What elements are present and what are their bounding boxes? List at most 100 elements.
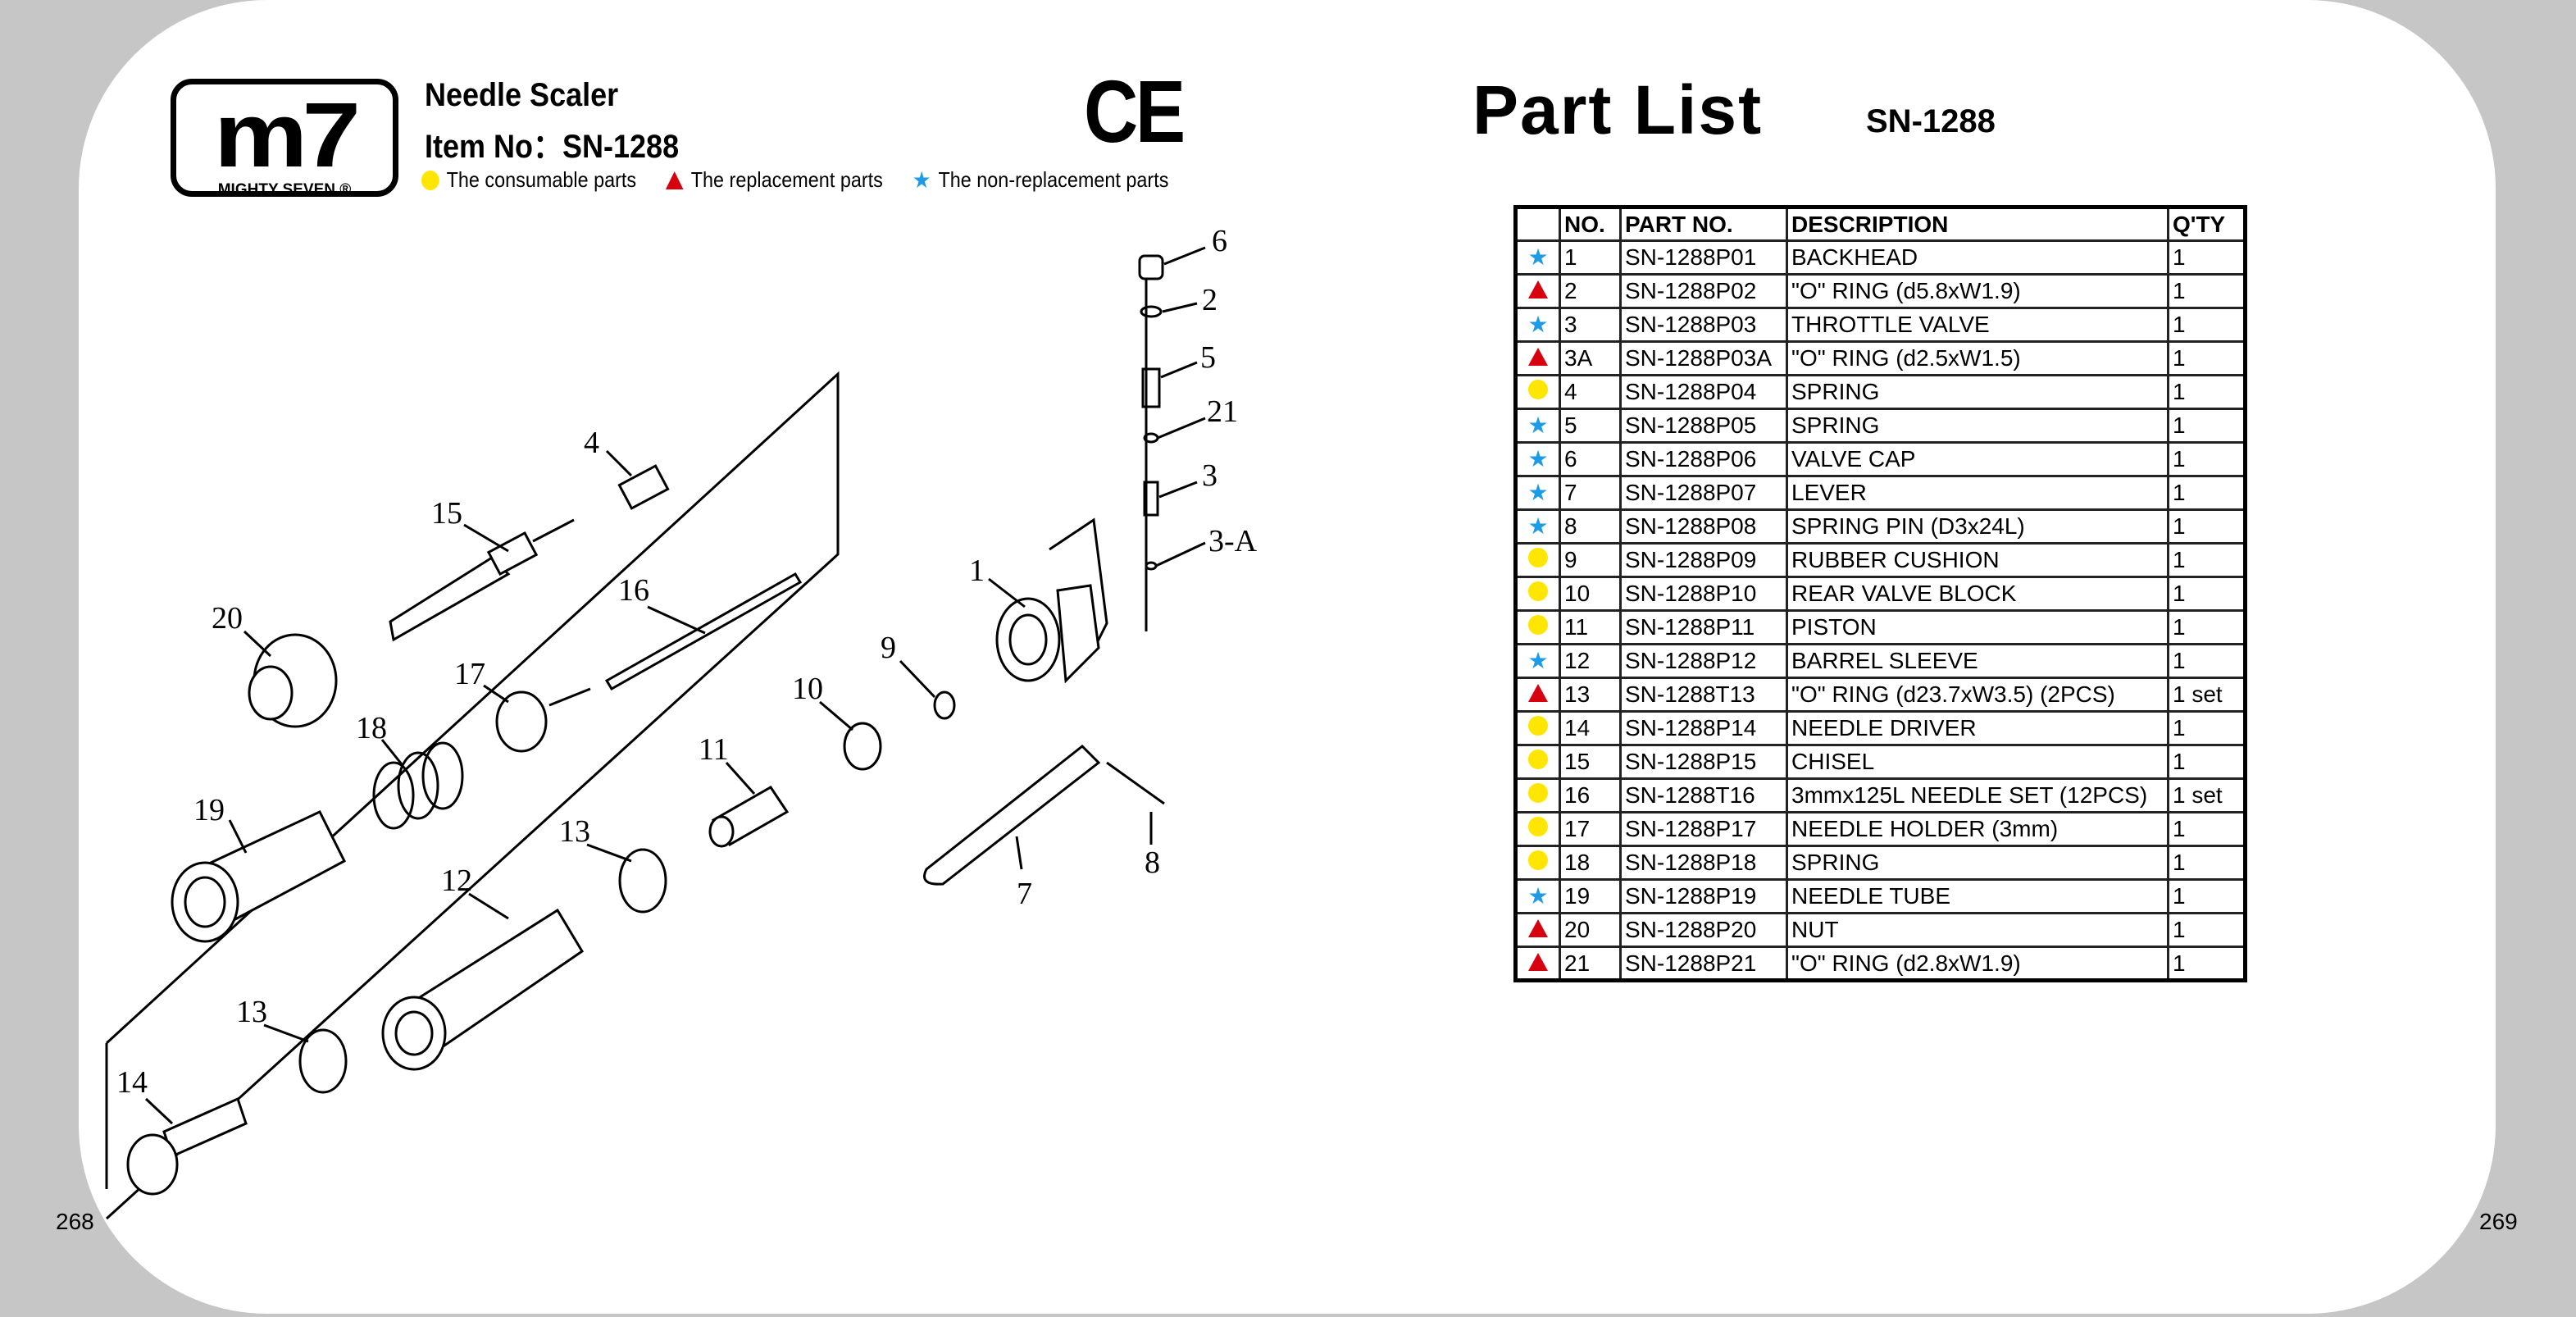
rubber-cushion — [933, 690, 956, 720]
consumable-circle-icon — [1528, 548, 1548, 567]
no-cell: 14 — [1559, 710, 1622, 746]
description-cell: "O" RING (d2.8xW1.9) — [1786, 946, 2169, 982]
table-row: ★ 7 SN-1288P07 LEVER 1 — [1514, 475, 2246, 511]
spring-18 — [372, 761, 415, 830]
qty-cell: 1 — [2167, 542, 2246, 578]
part-no-cell: SN-1288P08 — [1619, 508, 1788, 545]
callout-20: 20 — [212, 601, 243, 636]
consumable-circle-icon — [1528, 380, 1548, 399]
logo-subtext: MIGHTY SEVEN ® — [217, 181, 352, 198]
description-cell: BARREL SLEEVE — [1786, 643, 2169, 679]
replacement-triangle-icon — [1528, 348, 1548, 366]
qty-cell: 1 — [2167, 340, 2246, 376]
mighty-seven-logo: m7 MIGHTY SEVEN ® — [171, 79, 398, 198]
description-cell: REAR VALVE BLOCK — [1786, 576, 2169, 612]
no-cell: 21 — [1559, 946, 1622, 982]
description-cell: RUBBER CUSHION — [1786, 542, 2169, 578]
description-cell: THROTTLE VALVE — [1786, 307, 2169, 343]
no-cell: 19 — [1559, 878, 1622, 914]
type-cell — [1514, 677, 1561, 713]
qty-cell: 1 set — [2167, 677, 2246, 713]
no-cell: 6 — [1559, 441, 1622, 477]
part-no-cell: SN-1288P15 — [1619, 744, 1788, 780]
part-no-cell: SN-1288P11 — [1619, 609, 1788, 645]
callout-3a: 3-A — [1208, 524, 1258, 558]
part-no-cell: SN-1288P09 — [1619, 542, 1788, 578]
type-cell: ★ — [1514, 239, 1561, 276]
no-cell: 18 — [1559, 845, 1622, 881]
non-replacement-star-icon: ★ — [912, 166, 931, 193]
callout-13b: 13 — [236, 995, 267, 1029]
description-cell: 3mmx125L NEEDLE SET (12PCS) — [1786, 777, 2169, 813]
no-cell: 15 — [1559, 744, 1622, 780]
callout-10: 10 — [792, 672, 823, 706]
part-no-cell: SN-1288P04 — [1619, 374, 1788, 410]
part-no-cell: SN-1288P02 — [1619, 273, 1788, 309]
table-row: 4 SN-1288P04 SPRING 1 — [1514, 374, 2246, 410]
legend-non-replacement: The non-replacement parts — [938, 167, 1169, 192]
table-row: ★ 8 SN-1288P08 SPRING PIN (D3x24L) 1 — [1514, 508, 2246, 545]
callout-17: 17 — [454, 657, 485, 691]
part-no-cell: SN-1288P01 — [1619, 239, 1788, 276]
callout-14: 14 — [116, 1065, 148, 1100]
callout-21: 21 — [1207, 394, 1238, 429]
qty-cell: 1 — [2167, 744, 2246, 780]
description-cell: PISTON — [1786, 609, 2169, 645]
non-replacement-star-icon: ★ — [1527, 648, 1549, 673]
type-cell: ★ — [1514, 307, 1561, 343]
non-replacement-star-icon: ★ — [1527, 513, 1549, 539]
qty-cell: 1 — [2167, 508, 2246, 545]
callout-8: 8 — [1145, 845, 1160, 880]
table-row: 15 SN-1288P15 CHISEL 1 — [1514, 744, 2246, 780]
type-cell — [1514, 340, 1561, 376]
type-cell: ★ — [1514, 878, 1561, 914]
consumable-circle-icon — [1528, 750, 1548, 769]
callout-13: 13 — [559, 814, 590, 849]
qty-cell: 1 — [2167, 609, 2246, 645]
part-no-cell: SN-1288P21 — [1619, 946, 1788, 982]
replacement-triangle-icon — [1528, 280, 1548, 298]
no-cell: 1 — [1559, 239, 1622, 276]
qty-cell: 1 — [2167, 475, 2246, 511]
diagram-frame-lines — [105, 371, 840, 1220]
logo-text: m7 — [213, 84, 361, 186]
needle-driver — [162, 1096, 248, 1159]
throttle-valve — [1143, 481, 1159, 517]
callout-6: 6 — [1212, 224, 1227, 258]
qty-cell: 1 — [2167, 374, 2246, 410]
replacement-triangle-icon — [1528, 919, 1548, 937]
no-cell: 7 — [1559, 475, 1622, 511]
no-cell: 11 — [1559, 609, 1622, 645]
type-cell: ★ — [1514, 643, 1561, 679]
type-cell — [1514, 811, 1561, 847]
part-no-cell: SN-1288P12 — [1619, 643, 1788, 679]
non-replacement-star-icon: ★ — [1527, 883, 1549, 909]
consumable-circle-icon — [1528, 783, 1548, 803]
callout-11: 11 — [699, 732, 729, 767]
table-row: 16 SN-1288T16 3mmx125L NEEDLE SET (12PCS… — [1514, 777, 2246, 813]
qty-cell: 1 — [2167, 239, 2246, 276]
part-no-cell: SN-1288T13 — [1619, 677, 1788, 713]
type-cell — [1514, 576, 1561, 612]
callout-12: 12 — [441, 864, 472, 898]
no-cell: 3 — [1559, 307, 1622, 343]
qty-cell: 1 — [2167, 912, 2246, 948]
product-name: Needle Scaler — [425, 77, 619, 113]
needle-holder — [495, 690, 548, 753]
legend: The consumable parts The replacement par… — [421, 167, 1168, 193]
page-number-left: 268 — [56, 1209, 94, 1234]
description-cell: SPRING — [1786, 845, 2169, 881]
o-ring-13 — [618, 848, 667, 914]
non-replacement-star-icon: ★ — [1527, 480, 1549, 505]
table-row: 11 SN-1288P11 PISTON 1 — [1514, 609, 2246, 645]
col-part-no: PART NO. — [1619, 206, 1788, 242]
valve-cap — [1138, 254, 1164, 280]
backhead — [995, 597, 1061, 682]
part-no-cell: SN-1288P06 — [1619, 441, 1788, 477]
col-no: NO. — [1559, 206, 1622, 242]
no-cell: 10 — [1559, 576, 1622, 612]
ce-mark: CE — [1084, 62, 1186, 161]
qty-cell: 1 — [2167, 273, 2246, 309]
non-replacement-star-icon: ★ — [1527, 312, 1549, 337]
col-description: DESCRIPTION — [1786, 206, 2169, 242]
